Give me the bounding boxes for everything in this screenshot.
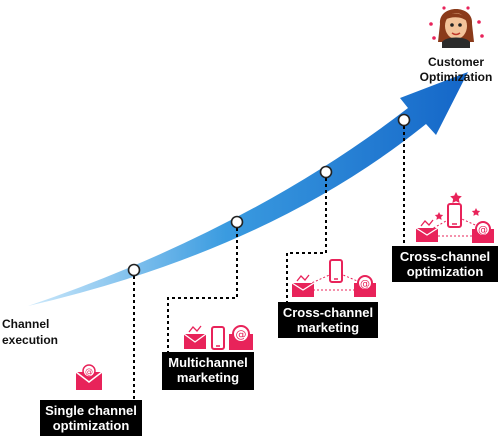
svg-text:@: @: [85, 367, 93, 376]
stage-1-line1: Single channel: [45, 403, 137, 418]
milestone-1: [127, 263, 141, 277]
mobile-icon: [447, 203, 462, 228]
at-sign-icon: @: [472, 221, 494, 243]
start-label: Channel execution: [2, 316, 58, 348]
stage-4-line2: optimization: [406, 264, 484, 279]
milestone-2: [230, 215, 244, 229]
milestone-3: [319, 165, 333, 179]
connector-2: [167, 222, 238, 352]
stage-1-line2: optimization: [52, 418, 130, 433]
mobile-icon: [329, 259, 343, 283]
star-icon: [477, 20, 481, 24]
start-label-line1: Channel: [2, 317, 50, 331]
star-icon: [450, 192, 462, 204]
end-label: Customer Optimization: [410, 55, 500, 85]
stage-3-line2: marketing: [296, 320, 360, 335]
stage-box-2: Multichannel marketing: [162, 352, 254, 390]
milestone-4: [397, 113, 411, 127]
star-icon: [480, 34, 484, 38]
star-icon: [471, 208, 481, 216]
star-icon: [432, 36, 436, 40]
stage-2-line2: marketing: [176, 370, 240, 385]
svg-text:@: @: [360, 279, 370, 290]
mobile-icon: [211, 326, 225, 350]
stage-box-1: Single channel optimization: [40, 400, 142, 436]
connector-lines: [133, 120, 405, 402]
star-icon: [434, 212, 444, 220]
svg-text:@: @: [236, 328, 247, 341]
at-sign-icon: @: [229, 325, 253, 350]
star-icon: [466, 6, 470, 10]
connector-3: [286, 172, 327, 302]
star-icons: [434, 192, 481, 220]
email-icon: @: [75, 364, 103, 390]
email-icon: [291, 274, 315, 297]
stage-box-4: Cross-channel optimization: [392, 246, 498, 282]
end-label-line2: Optimization: [419, 70, 493, 84]
start-label-line2: execution: [2, 333, 59, 347]
end-label-line1: Customer: [427, 55, 484, 69]
star-icon: [442, 6, 446, 10]
stage-3-line1: Cross-channel: [282, 305, 374, 320]
stage-box-3: Cross-channel marketing: [278, 302, 378, 338]
svg-text:@: @: [478, 225, 488, 236]
email-icon: [415, 219, 439, 242]
avatar-icon: [438, 9, 474, 48]
stage-4-line1: Cross-channel: [399, 249, 491, 264]
star-icon: [429, 22, 433, 26]
star-icons: [429, 6, 484, 40]
email-icon: [183, 325, 207, 349]
stage-2-line1: Multichannel: [168, 355, 248, 370]
at-sign-icon: @: [354, 275, 376, 297]
growth-arrow: [28, 72, 468, 306]
